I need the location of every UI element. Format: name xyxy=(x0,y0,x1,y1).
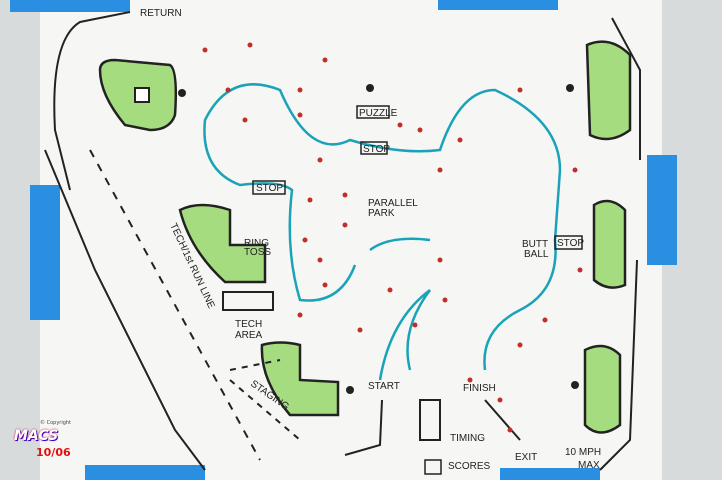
label-timing: TIMING xyxy=(450,433,485,444)
scores-box xyxy=(424,459,442,475)
tech-area-car xyxy=(222,291,274,311)
cones xyxy=(202,42,583,433)
label-finish: FINISH xyxy=(463,383,496,394)
macs-logo: MACS xyxy=(14,428,59,444)
label-parallel-park: PARK xyxy=(368,208,395,219)
label-ring-toss: RING xyxy=(244,238,269,249)
blue-tape xyxy=(10,0,677,480)
label-tech-area: AREA xyxy=(235,330,263,341)
label-scores: SCORES xyxy=(448,461,491,472)
label-butt-ball: BUTT xyxy=(522,239,548,250)
copyright-text: © Copyright xyxy=(40,420,72,426)
label-return: RETURN xyxy=(140,8,182,19)
road-lines xyxy=(44,11,641,471)
label-speed: 10 MPH xyxy=(565,447,601,458)
label-stop: STOP xyxy=(363,144,390,155)
label-parallel-park: PARALLEL xyxy=(368,198,418,209)
label-start: START xyxy=(368,381,400,392)
tires xyxy=(178,84,579,394)
label-speed: MAX xyxy=(578,460,600,471)
label-ring-toss: TOSS xyxy=(244,247,271,258)
label-stop: STOP xyxy=(256,183,283,194)
grass-islands xyxy=(98,40,632,434)
label-stop: STOP xyxy=(557,238,584,249)
label-butt-ball: BALL xyxy=(524,249,549,260)
label-exit: EXIT xyxy=(515,452,537,463)
watermark-date: 10/06 xyxy=(36,446,71,459)
label-tech-area: TECH xyxy=(235,319,262,330)
label-puzzle: PUZZLE xyxy=(359,108,398,119)
timing-car xyxy=(419,399,441,441)
